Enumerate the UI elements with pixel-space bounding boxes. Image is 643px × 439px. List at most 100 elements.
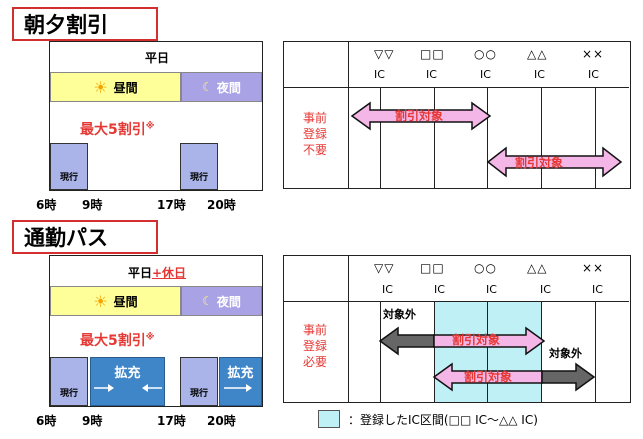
section2-title: 通勤パス: [12, 220, 158, 254]
section2-discount-text: 最大5割引: [80, 333, 146, 349]
section2-ic-line-4: [541, 301, 542, 402]
section2-ic-label-2: IC: [434, 283, 445, 296]
section2-day-label: 昼間: [113, 294, 138, 309]
section2-ic-divider: [284, 301, 629, 302]
section2-registration: 事前 登録 必要: [300, 322, 330, 370]
section1-discount-text: 最大5割引: [80, 122, 146, 138]
section1-night-label: 夜間: [216, 80, 241, 95]
section1-day-bar: ☀ 昼間: [50, 72, 181, 102]
section2-day-bar: ☀ 昼間: [50, 286, 181, 316]
section1-reg-line-1: 事前: [302, 111, 327, 125]
sun-icon: ☀: [93, 77, 108, 97]
section1-ic-line-2: [434, 87, 435, 188]
section2-discount: 最大5割引※: [80, 330, 155, 350]
sun-icon: ☀: [93, 291, 108, 311]
section2-current-morning-label: 現行: [59, 389, 78, 399]
section2-reg-line-3: 必要: [302, 355, 327, 369]
section2-discount-mark: ※: [145, 332, 155, 343]
section1-reg-line-3: 不要: [302, 143, 327, 157]
section2-ic-label-5: IC: [592, 283, 603, 296]
section1-current-evening-label: 現行: [189, 173, 208, 183]
section2-discount-arrow-lower: [432, 362, 596, 392]
section2-extension-daytime: 拡充: [90, 357, 165, 406]
section2-ic-label-1: IC: [382, 283, 393, 296]
section1-title-text: 朝夕割引: [24, 13, 108, 37]
section1-ic-line-3: [487, 87, 488, 188]
section1-current-morning-label: 現行: [59, 173, 78, 183]
section1-time-17: 17時: [157, 198, 186, 212]
moon-icon: ☾: [202, 80, 213, 94]
section2-excluded-label-right: 対象外: [549, 347, 582, 360]
section2-ic-symbol-1: ▽▽: [374, 261, 395, 275]
section1-col-line: [348, 42, 349, 188]
section1-ic-symbol-1: ▽▽: [374, 47, 395, 61]
section2-weekday-label: 平日+休日: [50, 264, 264, 281]
section2-arrow-lower-label: 割引対象: [464, 370, 513, 384]
section1-current-evening: 現行: [180, 143, 218, 190]
section1-ic-symbol-4: △△: [527, 47, 548, 61]
section1-arrow-upper-label: 割引対象: [395, 109, 444, 123]
section2-reg-line-2: 登録: [302, 339, 327, 353]
section1-ic-line-4: [541, 87, 542, 188]
section1-time-9: 9時: [82, 198, 103, 212]
section2-weekday-prefix: 平日: [127, 266, 152, 280]
section2-ic-label-4: IC: [540, 283, 551, 296]
section1-discount-mark: ※: [145, 121, 155, 132]
section1-ic-symbol-5: ××: [582, 47, 605, 61]
section2-ic-line-3: [487, 301, 488, 402]
section1-discount-arrow-lower: [486, 146, 623, 178]
section1-night-bar: ☾ 夜間: [181, 72, 262, 102]
section1-ic-line-5: [595, 87, 596, 188]
section2-arrow-upper-label: 割引対象: [452, 333, 501, 347]
section1-title: 朝夕割引: [12, 7, 158, 41]
section2-ic-symbol-2: □□: [420, 261, 445, 275]
section1-time-6: 6時: [36, 198, 57, 212]
section2-extension-arrows: [94, 384, 162, 392]
section2-time-17: 17時: [157, 414, 186, 428]
section2-discount-arrow-upper: [378, 326, 546, 356]
section2-ic-line-5: [595, 301, 596, 402]
section2-ic-symbol-4: △△: [527, 261, 548, 275]
section2-title-text: 通勤パス: [24, 226, 108, 250]
section2-extension-night-label: 拡充: [227, 366, 254, 381]
section1-ic-label-3: IC: [480, 68, 491, 81]
section1-weekday-label: 平日: [144, 51, 169, 65]
section2-current-morning: 現行: [50, 357, 88, 406]
legend-registered-swatch: [318, 410, 340, 428]
section1-reg-line-2: 登録: [302, 127, 327, 141]
section2-ic-line-1: [380, 301, 381, 402]
section2-extension-night: 拡充: [219, 357, 262, 406]
section1-discount: 最大5割引※: [80, 119, 155, 139]
section1-discount-arrow-upper: [350, 101, 492, 131]
section2-extension-night-arrow: [224, 384, 252, 392]
section1-ic-symbol-2: □□: [420, 47, 445, 61]
section2-weekday-holiday: +休日: [151, 266, 187, 280]
section1-arrow-lower-label: 割引対象: [515, 156, 564, 170]
section2-col-line: [348, 256, 349, 402]
section2-night-label: 夜間: [216, 294, 241, 309]
section2-current-evening: 現行: [180, 357, 218, 406]
section2-ic-label-3: IC: [486, 283, 497, 296]
section2-reg-line-1: 事前: [302, 323, 327, 337]
section1-ic-line-1: [380, 87, 381, 188]
legend-text: ：登録したIC区間(□□ IC～△△ IC): [348, 413, 538, 427]
section1-day-label: 昼間: [113, 80, 138, 95]
section1-ic-label-5: IC: [588, 68, 599, 81]
section2-time-9: 9時: [82, 414, 103, 428]
section2-night-bar: ☾ 夜間: [181, 286, 262, 316]
section1-ic-divider: [284, 87, 629, 88]
section2-excluded-label-left: 対象外: [383, 308, 416, 321]
section1-ic-label-2: IC: [426, 68, 437, 81]
section2-current-evening-label: 現行: [189, 389, 208, 399]
section2-time-6: 6時: [36, 414, 57, 428]
section2-time-20: 20時: [207, 414, 236, 428]
section1-ic-label-4: IC: [534, 68, 545, 81]
moon-icon: ☾: [202, 294, 213, 308]
section2-ic-symbol-3: ○○: [474, 261, 497, 275]
section1-time-20: 20時: [207, 198, 236, 212]
section1-ic-label-1: IC: [374, 68, 385, 81]
section1-registration: 事前 登録 不要: [300, 110, 330, 158]
section1-ic-symbol-3: ○○: [474, 47, 497, 61]
section2-ic-line-2: [434, 301, 435, 402]
section1-current-morning: 現行: [50, 143, 88, 190]
